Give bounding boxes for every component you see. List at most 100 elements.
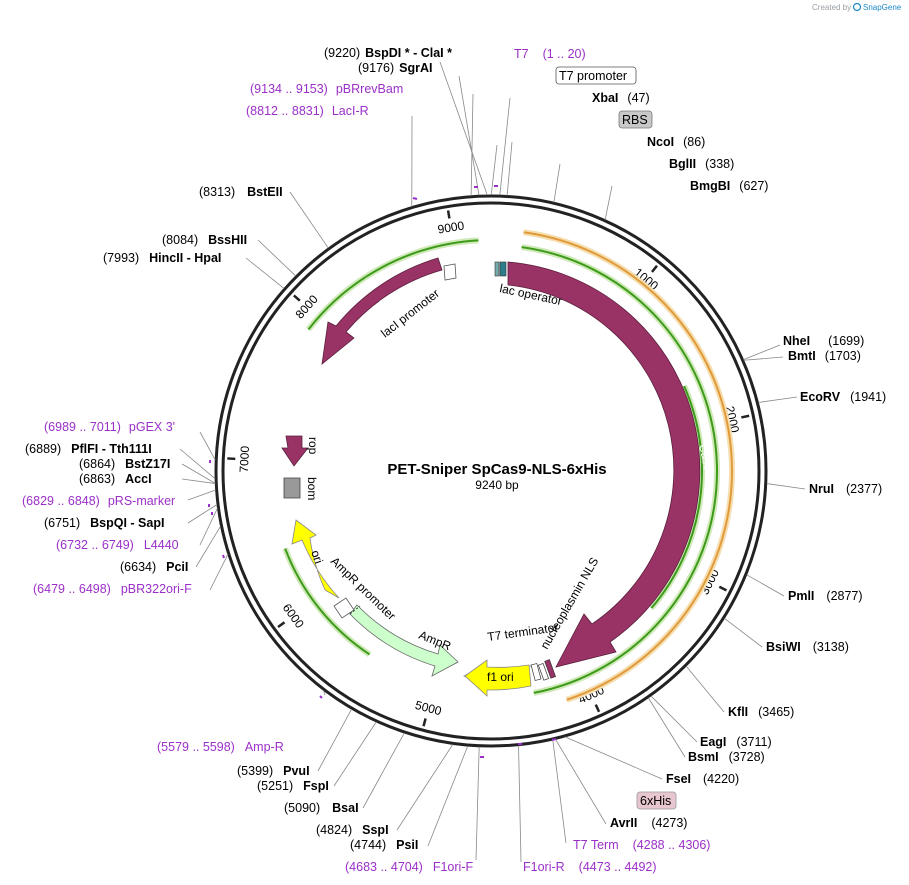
orf-green-ampr-halo[interactable] (282, 547, 372, 657)
tick-label: 6000 (280, 601, 307, 631)
site-ecorv[interactable]: EcoRV(1941) (800, 390, 886, 404)
laci-feature[interactable] (321, 257, 443, 365)
ampr-feature[interactable] (349, 604, 459, 677)
site-acci[interactable]: (6863)AccI (79, 472, 152, 486)
orf-orange[interactable] (523, 231, 733, 701)
rbs-box[interactable] (618, 110, 653, 129)
lac-operator-box[interactable] (494, 261, 500, 277)
site-avrii[interactable]: AvrII(4273) (610, 816, 687, 830)
site-bstz17i[interactable]: (6864)BstZ17I (79, 457, 170, 471)
site-bsai[interactable]: (5090)BsaI (284, 801, 359, 815)
leader-line (724, 617, 763, 648)
site-pcii[interactable]: (6634)PciI (120, 560, 188, 574)
primer-f1ori-r[interactable]: F1ori-R(4473 .. 4492) (523, 860, 657, 874)
ampr-promoter-box[interactable] (333, 597, 355, 619)
primer-prs-marker[interactable]: (6829 .. 6848)pRS-marker (22, 494, 175, 508)
tick-label: 9000 (437, 218, 466, 236)
f1-ori-arrow[interactable] (464, 659, 532, 697)
primers: T7(1 .. 20) (9134 .. 9153)pBRrevBam (881… (22, 47, 710, 874)
snapgene-brand: SnapGene (863, 3, 902, 12)
site-eagi[interactable]: EagI(3711) (700, 735, 772, 749)
leader-line (604, 185, 613, 220)
orf-green-inner[interactable] (650, 385, 703, 609)
site-xbai[interactable]: XbaI(47) (592, 91, 650, 105)
tick-mark (650, 264, 658, 273)
primer-t7[interactable]: T7(1 .. 20) (514, 47, 586, 61)
features: Cas9 f1 ori ori lacI (281, 257, 713, 697)
primer-t7-term[interactable]: T7 Term(4288 .. 4306) (573, 838, 710, 852)
site-nrui[interactable]: NruI(2377) (809, 482, 882, 496)
site-kfli[interactable]: KflI(3465) (728, 705, 794, 719)
primer-pbrrevbam[interactable]: (9134 .. 9153)pBRrevBam (250, 82, 403, 96)
leader-line (458, 75, 480, 196)
backbone (214, 194, 768, 748)
site-bsmi[interactable]: BsmI(3728) (688, 750, 765, 764)
bom-label: bom (305, 477, 319, 500)
site-hincii-hpai[interactable]: (7993)HincII - HpaI (103, 251, 221, 265)
leader-line (746, 574, 785, 597)
leader-line (209, 554, 229, 591)
site-nhei[interactable]: NheI(1699) (783, 334, 864, 348)
tick-mark (741, 414, 750, 419)
site-bmti[interactable]: BmtI(1703) (788, 349, 861, 363)
tick-mark (446, 210, 451, 219)
site-bsiwi[interactable]: BsiWI(3138) (766, 640, 849, 654)
site-bsteii[interactable]: (8313)BstEII (199, 185, 283, 199)
6xhis-box[interactable] (636, 791, 677, 810)
leader-line (506, 141, 513, 196)
leader-line (199, 507, 218, 546)
site-psii[interactable]: (4744)PsiI (350, 838, 418, 852)
site-bsshii[interactable]: (8084)BssHII (162, 233, 247, 247)
primer-mark-pbr322 (222, 554, 225, 559)
orf-green-ampr[interactable] (284, 548, 371, 656)
site-fsei[interactable]: FseI(4220) (666, 772, 739, 786)
leader-line (199, 431, 216, 461)
site-bspdi-clai[interactable]: (9220)BspDI * - ClaI * (324, 46, 452, 60)
leader-line (685, 665, 725, 713)
leader-line (317, 708, 352, 772)
site-bspqi-sapi[interactable]: (6751)BspQI - SapI (44, 516, 164, 530)
site-bglii[interactable]: BglII(338) (669, 157, 734, 171)
t7-promoter-box[interactable] (555, 66, 637, 85)
t7-terminator-box[interactable] (530, 663, 542, 681)
site-pvui[interactable]: (5399)PvuI (237, 764, 310, 778)
leader-line (650, 695, 698, 743)
site-ncoi[interactable]: NcoI(86) (647, 135, 705, 149)
leader-line (245, 257, 285, 289)
laci-promoter-box[interactable] (443, 263, 457, 281)
leader-line (475, 746, 480, 861)
primer-amp-r[interactable]: (5579 .. 5598)Amp-R (157, 740, 284, 754)
primer-pgex-3[interactable]: (6989 .. 7011)pGEX 3' (44, 420, 175, 434)
primer-pbr322ori-f[interactable]: (6479 .. 6498)pBR322ori-F (33, 582, 192, 596)
site-sgrai[interactable]: (9176)SgrAI (358, 61, 432, 75)
site-pflfi-tth111i[interactable]: (6889)PflFI - Tth111I (25, 442, 152, 456)
site-fspi[interactable]: (5251)FspI (257, 779, 329, 793)
rop-feature[interactable] (281, 435, 309, 467)
lac-operator-box-2[interactable] (499, 261, 507, 277)
primer-f1ori-f[interactable]: (4683 .. 4704)F1ori-F (345, 860, 473, 874)
leader-line (257, 239, 296, 277)
tick-label: 5000 (414, 698, 444, 718)
orf-green-top[interactable] (365, 239, 479, 278)
bom-feature[interactable] (283, 477, 301, 499)
cas9-feature[interactable] (507, 261, 701, 668)
6xhis-label: 6xHis (640, 794, 671, 808)
leader-line (333, 721, 377, 787)
site-sspi[interactable]: (4824)SspI (316, 823, 389, 837)
orf-green-outer[interactable] (521, 246, 718, 694)
primer-laci-r[interactable]: (8812 .. 8831)LacI-R (246, 104, 369, 118)
primer-mark-t7term (551, 738, 557, 741)
nls-feature[interactable] (544, 659, 557, 679)
ori-feature[interactable] (291, 519, 340, 599)
leader-line (564, 736, 663, 780)
orf-green-laci[interactable] (307, 275, 367, 331)
site-bmgbi[interactable]: BmgBI(627) (690, 179, 768, 193)
leader-line (553, 163, 561, 203)
primer-mark-ampr (319, 695, 323, 699)
leader-line (181, 463, 216, 484)
primer-marks (208, 185, 557, 758)
nls-box[interactable] (537, 663, 550, 681)
primer-l4440[interactable]: (6732 .. 6749)L4440 (56, 538, 179, 552)
site-pmli[interactable]: PmlI(2877) (788, 589, 863, 603)
